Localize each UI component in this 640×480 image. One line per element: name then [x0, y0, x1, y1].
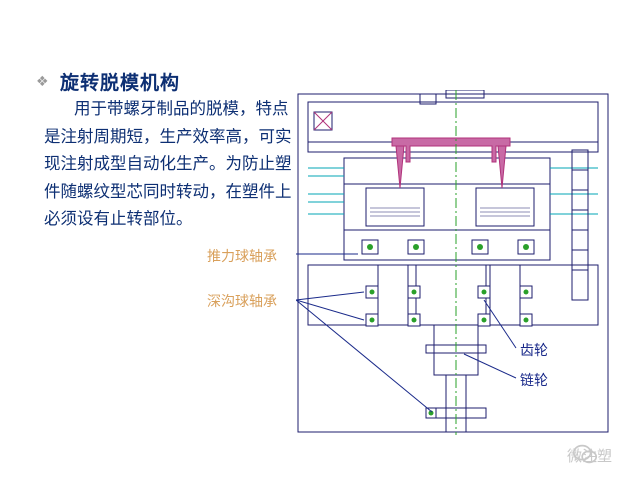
bearing-plate: [343, 229, 551, 261]
gear-label: 齿轮: [520, 343, 548, 359]
vent-box: [313, 111, 333, 131]
gate-left: [395, 145, 405, 189]
gear-block: [415, 264, 487, 326]
guide-pin: [571, 149, 589, 301]
gate-right: [497, 145, 507, 189]
cavity-plate: [343, 157, 551, 185]
deep-groove-bearing-label: 深沟球轴承: [207, 294, 277, 310]
watermark-text: 微注塑: [567, 447, 613, 465]
sprue-fitting: [419, 93, 437, 105]
slide-title: 旋转脱模机构: [60, 72, 181, 94]
core-plate: [343, 183, 551, 231]
diamond-bullet-icon: ❖: [36, 74, 49, 90]
top-clamp-plate: [307, 101, 599, 143]
wechat-logo-icon: [572, 444, 598, 464]
slide-body: 用于带螺牙制品的脱模，特点是注射周期短，生产效率高，可实现注射成型自动化生产。为…: [44, 99, 292, 228]
sprocket-label: 链轮: [520, 373, 548, 389]
sprue-runner: [391, 137, 511, 163]
mold-diagram: [296, 90, 609, 435]
thrust-bearing-label: 推力球轴承: [207, 249, 277, 265]
